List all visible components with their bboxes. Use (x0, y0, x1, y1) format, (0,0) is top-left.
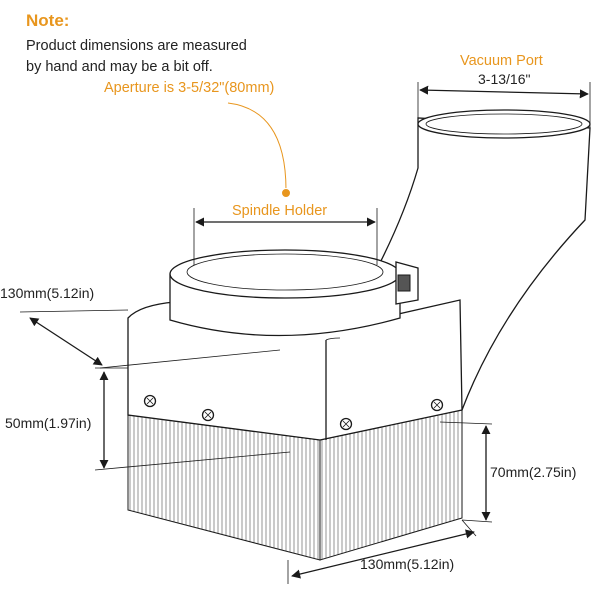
screws (143, 394, 444, 431)
depth-dimension-label: 130mm(5.12in) (0, 285, 95, 301)
spindle-holder-label: Spindle Holder (232, 203, 328, 219)
aperture-label: Aperture is 3-5/32"(80mm) (104, 80, 275, 96)
note-line-2: by hand and may be a bit off. (26, 59, 213, 75)
note-body: Product dimensions are measured by hand … (26, 36, 247, 78)
brush-height-dimension-label: 70mm(2.75in) (490, 464, 577, 480)
spindle-holder-ring (169, 249, 419, 337)
screw-icon (201, 408, 215, 422)
note-title: Note: (26, 11, 70, 30)
screw-icon (430, 398, 444, 412)
screw-icon (339, 417, 353, 431)
brush-bristles (127, 409, 463, 561)
dimension-lines (19, 82, 591, 584)
upper-height-dimension-label: 50mm(1.97in) (5, 415, 92, 431)
vacuum-port-size-label: 3-13/16" (478, 71, 531, 87)
width-dimension-label: 130mm(5.12in) (360, 556, 455, 572)
vacuum-port-label: Vacuum Port (460, 53, 543, 69)
main-housing (127, 299, 463, 441)
note-line-1: Product dimensions are measured (26, 38, 247, 54)
screw-icon (143, 394, 157, 408)
